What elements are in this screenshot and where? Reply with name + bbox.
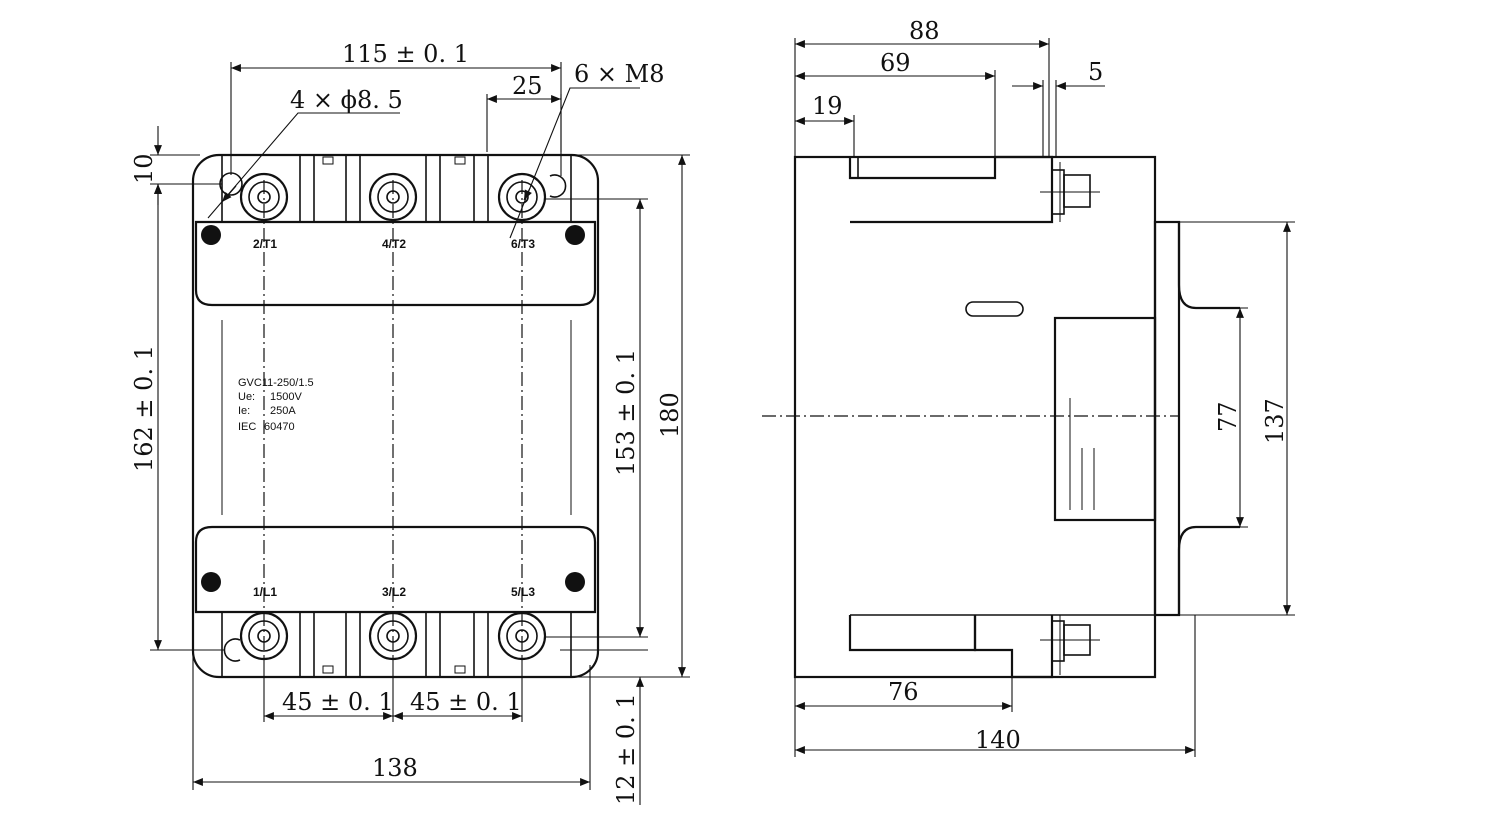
nameplate-ie-label: Ie: — [238, 405, 250, 417]
dimension-10: 10 — [130, 126, 222, 205]
bottom-terminal-strip — [221, 612, 572, 676]
dimension-88-text: 88 — [909, 17, 940, 45]
terminal-label-bottom-3: 5/L3 — [511, 585, 535, 599]
dimension-153-text: 153 ± 0. 1 — [612, 349, 640, 476]
dimension-69-text: 69 — [880, 49, 911, 77]
side-base-plate — [793, 155, 1157, 679]
side-inner-block — [1053, 316, 1157, 522]
dimension-76: 76 — [794, 677, 1013, 757]
dimension-10-text: 10 — [130, 153, 158, 184]
side-flange — [1153, 220, 1181, 617]
bottom-cover — [194, 525, 597, 614]
dimension-45-text-1: 45 ± 0. 1 — [282, 688, 394, 716]
dimension-162: 162 ± 0. 1 — [130, 184, 225, 651]
dimension-140-text: 140 — [975, 726, 1021, 754]
dimension-mount-holes: 4 × ϕ8. 5 — [207, 86, 403, 219]
nameplate-ie-value: 250A — [270, 405, 296, 417]
dimension-terminal-screws: 6 × M8 — [509, 60, 664, 239]
cover-screw-icon — [565, 572, 585, 592]
terminal-label-bottom-1: 1/L1 — [253, 585, 277, 599]
dimension-mount-holes-text: 4 × ϕ8. 5 — [290, 86, 403, 114]
side-top-arm — [848, 155, 1054, 224]
dimension-162-text: 162 ± 0. 1 — [130, 345, 158, 472]
dimension-77-text: 77 — [1214, 401, 1242, 432]
side-bottom-arm — [848, 615, 977, 652]
dimension-12-text: 12 ± 0. 1 — [612, 693, 640, 805]
dimension-115: 115 ± 0. 1 — [230, 40, 562, 176]
front-body-outline — [191, 153, 600, 679]
nameplate-std-label: IEC — [238, 421, 256, 433]
dimension-137: 137 — [1179, 221, 1295, 616]
dimension-88: 88 — [794, 17, 1050, 157]
nameplate-ue-value: 1500V — [270, 391, 302, 403]
dimension-5: 5 — [1012, 58, 1105, 157]
dimension-69: 69 — [795, 49, 996, 157]
dimension-25: 25 — [486, 72, 562, 152]
dimension-12: 12 ± 0. 1 — [560, 649, 648, 805]
side-slot — [965, 301, 1024, 317]
dimension-180-text: 180 — [656, 392, 684, 438]
dimension-terminal-screws-text: 6 × M8 — [574, 60, 664, 88]
dimension-138-text: 138 — [372, 754, 418, 782]
dimension-45: 45 ± 0. 1 45 ± 0. 1 — [263, 655, 523, 722]
dimension-115-text: 115 ± 0. 1 — [342, 40, 469, 68]
nameplate-model: GVC11-250/1.5 — [238, 377, 314, 389]
nameplate-std-value: 60470 — [264, 421, 295, 433]
dimension-138: 138 — [192, 640, 591, 790]
dimension-45-text-2: 45 ± 0. 1 — [410, 688, 522, 716]
dimension-153: 153 ± 0. 1 — [545, 198, 648, 638]
terminal-screw-icon — [239, 172, 547, 222]
top-terminal-strip — [221, 156, 572, 222]
top-cover — [194, 220, 597, 307]
side-view: 88 69 5 19 77 — [762, 17, 1295, 757]
dimension-25-text: 25 — [512, 72, 543, 100]
nameplate-ue-label: Ue: — [238, 391, 255, 403]
dimension-76-text: 76 — [888, 678, 919, 706]
nameplate: GVC11-250/1.5 Ue: 1500V Ie: 250A IEC 604… — [238, 377, 314, 433]
cover-screw-icon — [565, 225, 585, 245]
terminal-label-top-3: 6/T3 — [511, 237, 535, 251]
terminal-label-top-1: 2/T1 — [253, 237, 277, 251]
dimension-77: 77 — [1196, 307, 1248, 528]
terminal-label-top-2: 4/T2 — [382, 237, 406, 251]
side-bolt-icon — [1040, 162, 1100, 675]
dimension-19-text: 19 — [812, 92, 843, 120]
dimension-140: 140 — [795, 615, 1196, 757]
dimension-19: 19 — [795, 92, 855, 157]
cover-screw-icon — [201, 572, 221, 592]
dimension-180: 180 — [575, 154, 690, 678]
terminal-label-bottom-2: 3/L2 — [382, 585, 406, 599]
cover-screw-icon — [201, 225, 221, 245]
dimension-137-text: 137 — [1261, 398, 1289, 444]
side-coil-housing — [1177, 222, 1240, 615]
dimension-5-text: 5 — [1088, 58, 1103, 86]
front-view: 2/T1 4/T2 6/T3 1/L1 3/L2 5/L3 GVC11-250/… — [130, 40, 690, 805]
